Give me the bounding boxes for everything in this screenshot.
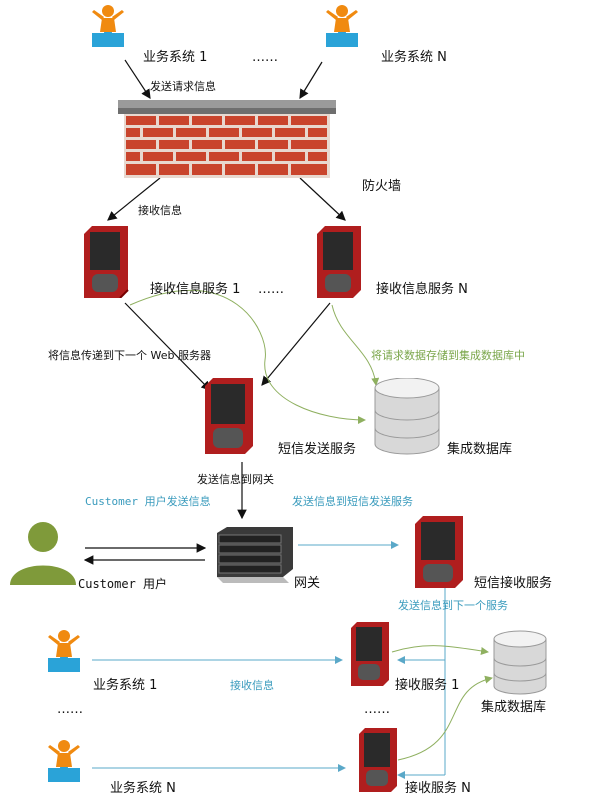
label-sms-send-service: 短信发送服务 <box>278 442 357 457</box>
label-sms-recv-service: 短信接收服务 <box>474 576 553 591</box>
label-integrated-db-1: 集成数据库 <box>447 442 513 457</box>
server-icon <box>413 516 465 588</box>
arrow-firewall-to-recv1 <box>107 177 161 221</box>
label-send-to-gateway: 发送信息到网关 <box>197 473 274 486</box>
server-icon <box>82 226 130 298</box>
label-send-to-next-service: 发送信息到下一个服务 <box>398 599 508 612</box>
label-biz-top-1: 业务系统 1 <box>143 50 208 65</box>
arrow-recvn-to-db <box>331 304 380 386</box>
label-recv-service-1: 接收信息服务 1 <box>150 282 241 297</box>
label-biz-bottom-1: 业务系统 1 <box>93 678 158 693</box>
label-dots-mid: …… <box>258 282 284 297</box>
arrow-recv1-to-sms <box>124 302 211 391</box>
server-icon <box>203 378 255 454</box>
arrow-biz1-to-firewall <box>124 59 151 100</box>
business-system-icon <box>322 3 362 51</box>
arrow-recv1-to-db <box>129 290 366 424</box>
label-store-to-db: 将请求数据存储到集成数据库中 <box>371 349 525 362</box>
label-integrated-db-2: 集成数据库 <box>481 700 547 715</box>
firewall-icon <box>118 100 336 182</box>
label-firewall: 防火墙 <box>362 179 402 194</box>
label-recv-svc-1: 接收服务 1 <box>395 678 460 693</box>
label-biz-bottom-n: 业务系统 N <box>110 781 176 796</box>
database-icon <box>492 630 548 696</box>
server-icon <box>349 622 391 686</box>
label-recv-service-n: 接收信息服务 N <box>376 282 468 297</box>
business-system-icon <box>44 738 84 786</box>
arrow-firewall-to-recvn <box>299 177 346 221</box>
label-receive-info-1: 接收信息 <box>138 204 182 217</box>
label-customer-send: Customer 用户发送信息 <box>85 495 211 508</box>
server-icon <box>357 728 399 792</box>
label-dots-top: …… <box>252 50 278 65</box>
arrow-recv1-to-db2 <box>391 645 489 655</box>
label-dots-bottom-left: …… <box>57 702 83 717</box>
business-system-icon <box>44 628 84 676</box>
database-icon <box>373 378 441 456</box>
arrow-recvn-to-sms <box>261 302 331 386</box>
customer-person-icon <box>8 515 78 585</box>
business-system-icon <box>88 3 128 51</box>
gateway-device-icon <box>213 527 293 583</box>
label-receive-info-2: 接收信息 <box>230 679 274 692</box>
label-send-to-sms-send: 发送信息到短信发送服务 <box>292 495 413 508</box>
arrow-bizn-to-firewall <box>299 61 323 100</box>
server-icon <box>315 226 363 298</box>
label-recv-svc-n: 接收服务 N <box>405 781 471 796</box>
label-gateway: 网关 <box>294 576 321 591</box>
label-biz-top-n: 业务系统 N <box>381 50 447 65</box>
label-dots-bottom-right: …… <box>364 702 390 717</box>
label-pass-to-web: 将信息传递到下一个 Web 服务器 <box>48 349 211 362</box>
label-send-request: 发送请求信息 <box>150 80 216 93</box>
arrow-recvn-to-db2 <box>397 675 493 761</box>
label-customer-user: Customer 用户 <box>78 577 168 591</box>
